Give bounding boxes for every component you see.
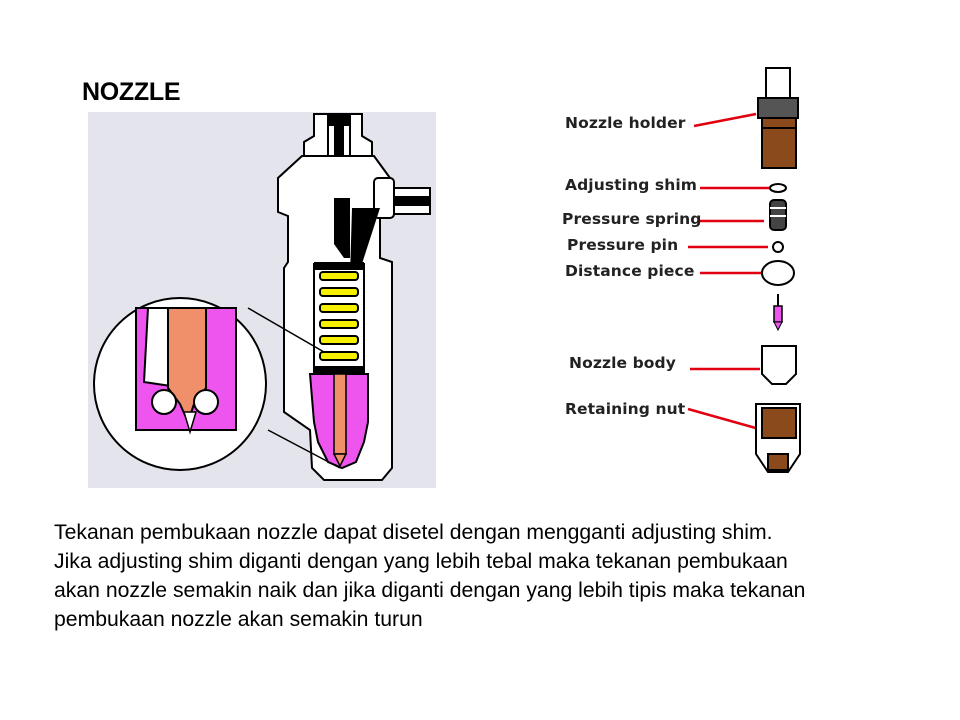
- label-nozzle-holder: Nozzle holder: [565, 114, 686, 132]
- label-pressure-pin: Pressure pin: [567, 236, 679, 254]
- description-line: Tekanan pembukaan nozzle dapat disetel d…: [54, 521, 773, 544]
- leader-lines: [687, 112, 771, 434]
- retaining-nut-part: [755, 403, 801, 473]
- label-distance-piece: Distance piece: [565, 262, 695, 280]
- label-pressure-spring: Pressure spring: [562, 210, 702, 228]
- pressure-spring-part: [769, 199, 787, 231]
- slide-title: NOZZLE: [82, 78, 181, 106]
- injector-cross-section: [88, 112, 436, 488]
- leak-off-pipe: [373, 177, 431, 219]
- nozzle-needle-part: [773, 294, 783, 332]
- distance-piece-part: [761, 260, 795, 286]
- description-line: Jika adjusting shim diganti dengan yang …: [54, 550, 788, 573]
- label-adjusting-shim: Adjusting shim: [565, 176, 698, 194]
- description-line: pembukaan nozzle akan semakin turun: [54, 608, 423, 631]
- magnified-detail: [93, 297, 341, 471]
- nozzle-holder-part: [757, 67, 799, 169]
- pressure-pin-part: [772, 241, 784, 253]
- label-retaining-nut: Retaining nut: [565, 400, 686, 418]
- nozzle-needle: [333, 373, 347, 455]
- description-line: akan nozzle semakin naik dan jika digant…: [54, 579, 806, 602]
- description-paragraph: Tekanan pembukaan nozzle dapat disetel d…: [54, 518, 924, 634]
- label-nozzle-body: Nozzle body: [569, 354, 676, 372]
- exploded-view: [687, 67, 801, 473]
- adjusting-shim-part: [769, 183, 787, 193]
- pressure-spring: [319, 271, 359, 361]
- nozzle-body-part: [761, 345, 797, 385]
